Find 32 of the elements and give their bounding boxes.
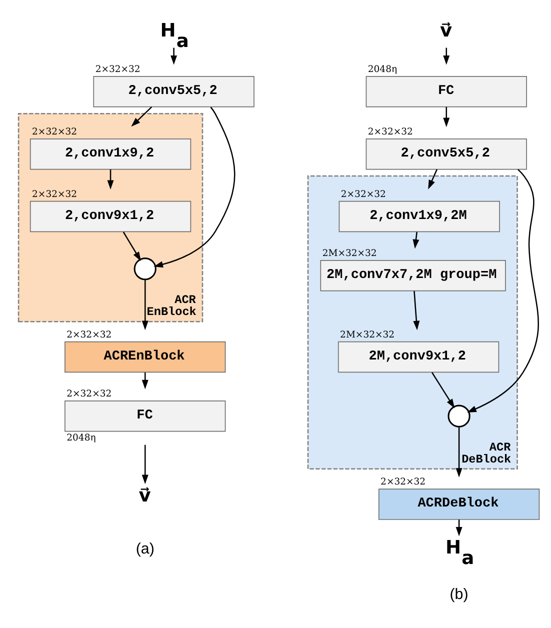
node-label: 2×32×32 — [32, 126, 78, 138]
arrow — [412, 232, 420, 249]
arrow — [142, 279, 148, 330]
node-label: 2×32×32 — [32, 188, 78, 200]
node-label: 2×32×32 — [368, 126, 413, 138]
arrow — [431, 372, 455, 408]
arrow — [122, 232, 141, 262]
arrow — [428, 169, 438, 190]
arrow — [467, 168, 539, 413]
arrow — [170, 48, 178, 65]
node-label: 2×32×32 — [66, 329, 112, 340]
node-label: 2×32×32 — [340, 188, 386, 200]
node-text: v⃗ — [138, 485, 151, 506]
node-circle — [448, 404, 470, 428]
node-circle — [134, 258, 156, 280]
node-label: 2×32×32 — [95, 64, 140, 76]
arrow — [443, 106, 450, 128]
node-text: v⃗ — [440, 20, 452, 42]
label: (b) — [450, 586, 468, 604]
node-label: 2048η — [368, 64, 398, 76]
node-label: 2048η — [66, 432, 96, 444]
arrow — [456, 426, 462, 478]
node-label: 2×32×32 — [66, 388, 112, 400]
node-label: 2M×32×32 — [340, 329, 395, 340]
arrow — [131, 106, 152, 127]
label: (a) — [136, 540, 154, 558]
node-label: 2×32×32 — [380, 476, 426, 488]
arrow — [413, 291, 420, 330]
arrow — [142, 372, 148, 390]
node-label: 2M×32×32 — [322, 248, 377, 260]
arrow — [107, 169, 114, 190]
arrow — [142, 444, 148, 484]
